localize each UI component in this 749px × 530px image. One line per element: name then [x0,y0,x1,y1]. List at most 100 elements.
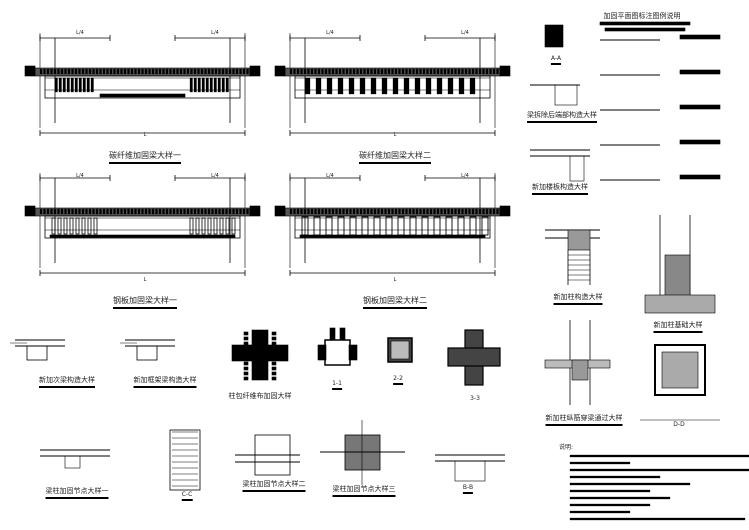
rebar-dot [243,361,249,366]
steel-strap [385,216,393,236]
new-column-title: 新加柱构造大样 [553,292,603,305]
slab-hatch [228,208,232,215]
slab-hatch [200,208,204,215]
cfrp-strip [82,77,86,93]
slab-hatch [380,68,384,75]
slab-hatch [443,68,447,75]
slab-hatch [380,208,384,215]
slab-hatch [293,208,296,215]
slab-hatch [190,68,193,75]
slab-hatch [102,68,106,75]
slab-hatch [99,208,102,215]
foundation-core [664,254,691,301]
slab-hatch [426,68,429,75]
slab-hatch [387,68,391,75]
beam-detail-title-2: 碳纤维加固梁大样二 [359,150,431,164]
cfrp-strip [359,77,366,95]
rebar-dot [243,346,249,351]
slab-hatch [303,208,307,215]
rebar-dot [243,341,249,346]
slab-hatch [235,68,239,75]
slab-hatch [162,68,165,75]
slab-hatch [345,208,349,215]
slab-hatch [328,68,331,75]
slab-hatch [321,208,324,215]
slab-hatch [454,208,457,215]
slab-hatch [228,68,232,75]
slab-hatch [303,68,307,75]
slab-hatch [88,68,92,75]
cfrp-strip [62,77,66,93]
slab-hatch [485,208,489,215]
slab-hatch [246,208,249,215]
new-slab-title: 新加楼板构造大样 [532,182,588,195]
legend-text-bar [679,69,721,75]
slab-hatch [183,208,186,215]
slab-hatch [221,68,225,75]
rebar-dot [271,346,277,351]
slab-hatch [71,68,74,75]
slab-hatch [461,68,464,75]
support-block [274,65,286,77]
slab-hatch [321,68,324,75]
cfrp-strip [86,77,90,93]
slab-hatch [148,208,151,215]
slab-hatch [384,208,387,215]
slab-hatch [134,68,137,75]
slab-hatch [158,68,162,75]
steel-strap [87,217,92,235]
slab-hatch [492,68,496,75]
slab-hatch [349,68,352,75]
slab-hatch [155,68,158,75]
slab-hatch [148,68,151,75]
slab-hatch [120,208,123,215]
slab-hatch [225,208,228,215]
rebar-dot [243,366,249,371]
dim-label: L/4 [326,173,334,179]
steel-plate [49,234,236,238]
steel-strap [219,217,224,235]
slab-hatch [419,208,422,215]
cfrp-bottom-strip [99,93,186,98]
steel-strap [225,217,230,235]
steel-strap [63,217,68,235]
notes-text-bar [569,517,746,521]
section-a-a-fill [544,24,564,48]
slab-hatch [359,68,363,75]
cfrp-strip [54,77,58,93]
steel-strap [195,217,200,235]
slab-hatch [214,208,218,215]
dim-label: L/4 [76,173,84,179]
rebar-dot [243,371,249,376]
slab-hatch [123,68,127,75]
slab-hatch [335,68,338,75]
slab-hatch [366,208,370,215]
slab-hatch [398,68,401,75]
cfrp-strip [425,77,432,95]
span-label: L [143,132,147,138]
slab-hatch [307,208,310,215]
slab-hatch [412,68,415,75]
slab-hatch [457,68,461,75]
slab-hatch [300,208,303,215]
legend-text-bar [679,34,721,40]
slab-hatch [144,68,148,75]
slab-hatch [67,208,71,215]
slab-hatch [50,68,53,75]
slab-hatch [405,68,408,75]
slab-hatch [450,68,454,75]
slab-hatch [214,68,218,75]
slab-hatch [485,68,489,75]
beam-section [64,455,81,469]
slab-hatch [324,208,328,215]
span-label: L [143,277,147,283]
slab-hatch [39,68,43,75]
slab-hatch [218,208,221,215]
concrete-core [390,340,410,360]
beam-stub [348,344,358,361]
slab-hatch [300,68,303,75]
slab-hatch [113,68,116,75]
joint-2-title: 梁柱加固节点大样二 [242,479,306,492]
slab-hatch [370,68,373,75]
